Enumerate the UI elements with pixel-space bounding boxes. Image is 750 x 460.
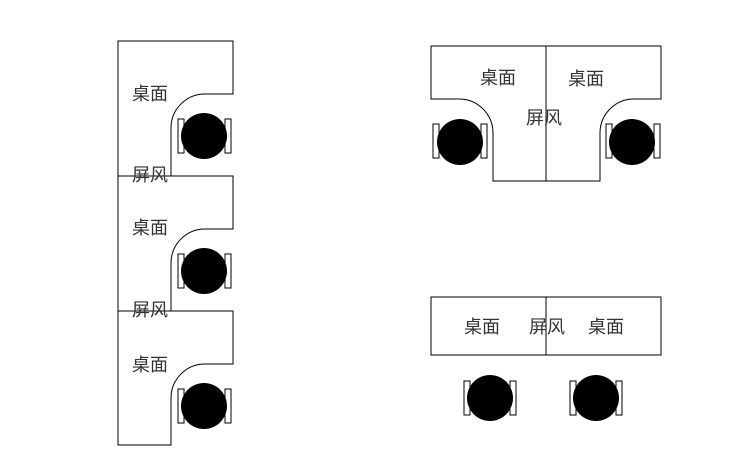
- l-desk-1-surface: [117, 40, 234, 177]
- chair-seat: [181, 383, 227, 429]
- l-desk-1-chair: [177, 113, 232, 159]
- l-desk-3-desk-label: 桌面: [132, 355, 168, 376]
- t-desk-pair-desk-label-right: 桌面: [568, 69, 604, 90]
- l-desk-3-chair: [177, 383, 232, 429]
- l-desk-3-screen-label: 屏风: [132, 300, 168, 321]
- l-desk-2-chair: [177, 248, 232, 294]
- l-desk-1: 桌面: [117, 40, 234, 177]
- t-desk-pair-chair-right: [605, 119, 661, 165]
- chair-seat: [437, 119, 483, 165]
- l-desk-1-desk-label: 桌面: [132, 84, 168, 105]
- l-desk-2-desk-label: 桌面: [132, 218, 168, 239]
- straight-desk-pair: 桌面 屏风 桌面: [430, 296, 662, 421]
- chair-seat: [467, 375, 513, 421]
- chair-seat: [181, 248, 227, 294]
- straight-desk-pair-desk-label-left: 桌面: [464, 317, 500, 338]
- l-desk-3: 屏风 桌面: [117, 300, 234, 446]
- straight-desk-pair-chair-left: [463, 375, 517, 421]
- l-desk-2-screen-label: 屏风: [132, 165, 168, 186]
- t-desk-pair-desk-label-left: 桌面: [480, 68, 516, 89]
- l-desk-2-surface: [117, 175, 234, 312]
- t-desk-pair-screen-label: 屏风: [526, 108, 562, 129]
- t-desk-pair-chair-left: [432, 119, 488, 165]
- straight-desk-pair-desk-label-right: 桌面: [588, 317, 624, 338]
- chair-seat: [181, 113, 227, 159]
- chair-seat: [573, 375, 619, 421]
- t-desk-pair: 桌面 桌面 屏风: [430, 45, 662, 182]
- l-desk-2: 屏风 桌面: [117, 165, 234, 312]
- l-desk-3-surface: [117, 310, 234, 446]
- chair-seat: [609, 119, 655, 165]
- straight-desk-pair-chair-right: [569, 375, 623, 421]
- straight-desk-pair-screen-label: 屏风: [529, 317, 565, 338]
